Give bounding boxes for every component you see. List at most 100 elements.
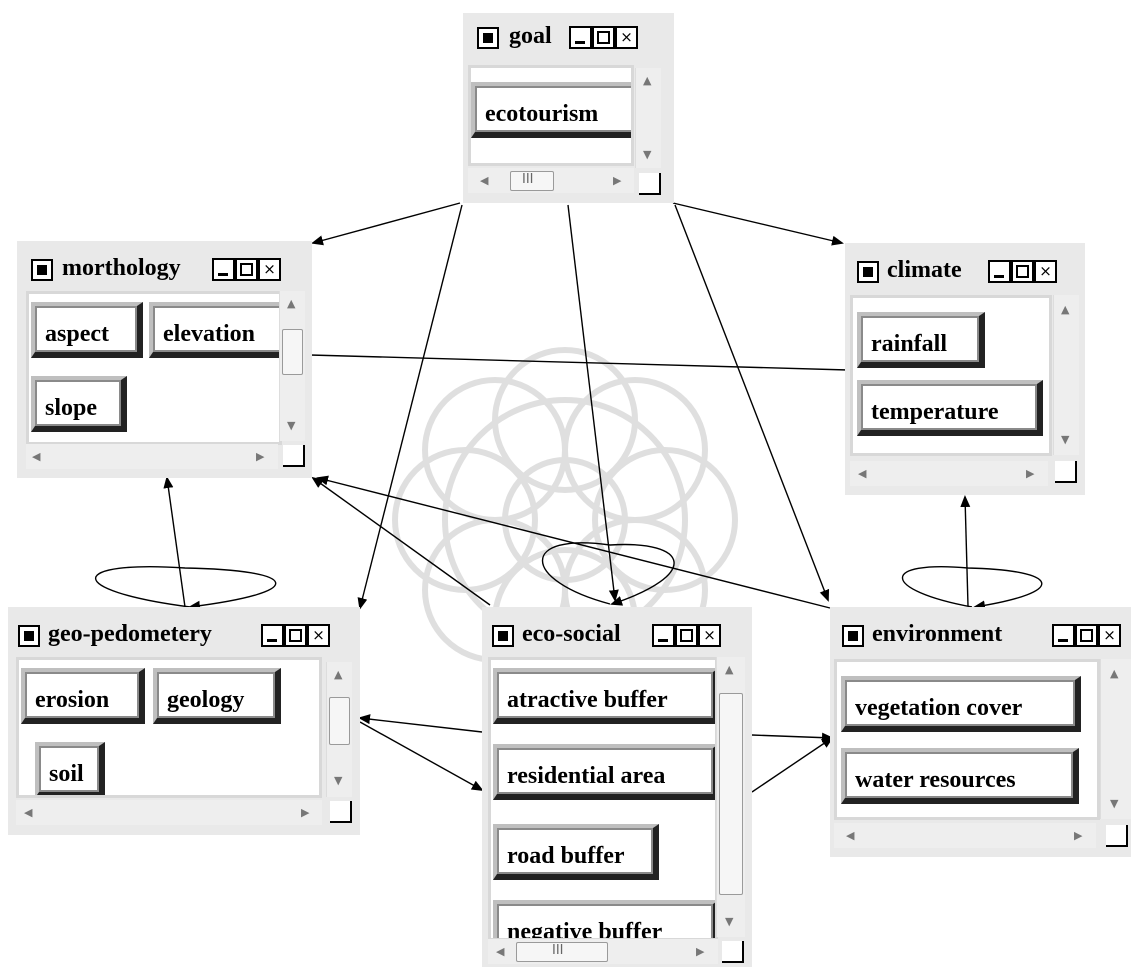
chip-elevation[interactable]: elevation [149,302,279,358]
window-menu-icon[interactable] [842,625,864,647]
maximize-button[interactable] [235,258,258,281]
scroll-thumb[interactable] [282,329,303,375]
window-eco-social[interactable]: eco-social × atractive buffer residentia… [482,607,752,967]
close-button[interactable]: × [698,624,721,647]
scroll-left-icon[interactable]: ◀ [480,174,489,187]
maximize-button[interactable] [284,624,307,647]
window-goal[interactable]: goal × ecotourism ▲ ▼ ◀ III ▶ [463,13,674,203]
window-geo-pedometery[interactable]: geo-pedometery × erosion geology soil ▲ … [8,607,360,835]
close-button[interactable]: × [1098,624,1121,647]
chip-soil[interactable]: soil [35,742,105,795]
window-menu-icon[interactable] [492,625,514,647]
horizontal-scrollbar[interactable]: ◀ ▶ [834,823,1096,848]
maximize-button[interactable] [1011,260,1034,283]
minimize-button[interactable] [652,624,675,647]
scroll-up-icon[interactable]: ▲ [725,663,734,676]
minimize-button[interactable] [988,260,1011,283]
chip-erosion[interactable]: erosion [21,668,145,724]
chip-ecotourism[interactable]: ecotourism [471,82,631,138]
close-button[interactable]: × [307,624,330,647]
window-menu-icon[interactable] [477,27,499,49]
scroll-down-icon[interactable]: ▼ [1110,797,1119,810]
scroll-up-icon[interactable]: ▲ [287,297,296,310]
scroll-up-icon[interactable]: ▲ [1061,303,1070,316]
window-menu-icon[interactable] [857,261,879,283]
titlebar[interactable]: morthology × [17,241,312,289]
chip-atractive-buffer[interactable]: atractive buffer [493,668,715,724]
horizontal-scrollbar[interactable]: ◀ ▶ [26,444,278,469]
maximize-button[interactable] [592,26,615,49]
scroll-down-icon[interactable]: ▼ [1061,433,1070,446]
resize-corner-icon[interactable] [1055,461,1077,483]
window-menu-icon[interactable] [31,259,53,281]
chip-negative-buffer[interactable]: negative buffer [493,900,715,938]
scroll-left-icon[interactable]: ◀ [32,450,41,463]
scroll-right-icon[interactable]: ▶ [613,174,622,187]
scroll-right-icon[interactable]: ▶ [256,450,265,463]
chip-temperature[interactable]: temperature [857,380,1043,436]
window-content: rainfall temperature [850,295,1052,456]
chip-residential-area[interactable]: residential area [493,744,715,800]
maximize-button[interactable] [675,624,698,647]
window-menu-icon[interactable] [18,625,40,647]
minimize-button[interactable] [261,624,284,647]
chip-rainfall[interactable]: rainfall [857,312,985,368]
scroll-thumb[interactable]: III [510,171,554,191]
scroll-thumb[interactable] [719,693,743,895]
scroll-thumb[interactable]: III [516,942,608,962]
vertical-scrollbar[interactable]: ▲ ▼ [716,657,745,937]
scroll-left-icon[interactable]: ◀ [24,806,33,819]
scroll-left-icon[interactable]: ◀ [858,467,867,480]
minimize-button[interactable] [212,258,235,281]
scroll-left-icon[interactable]: ◀ [846,829,855,842]
vertical-scrollbar[interactable]: ▲ ▼ [1100,659,1131,819]
vertical-scrollbar[interactable]: ▲ ▼ [326,662,352,797]
resize-corner-icon[interactable] [639,173,661,195]
scroll-down-icon[interactable]: ▼ [725,915,734,928]
vertical-scrollbar[interactable]: ▲ ▼ [1053,295,1079,455]
resize-corner-icon[interactable] [330,801,352,823]
window-climate[interactable]: climate × rainfall temperature ▲ ▼ ◀ ▶ [845,243,1085,495]
chip-aspect[interactable]: aspect [31,302,143,358]
close-button[interactable]: × [258,258,281,281]
horizontal-scrollbar[interactable]: ◀ ▶ [16,800,322,825]
resize-corner-icon[interactable] [283,445,305,467]
window-morthology[interactable]: morthology × aspect elevation slope ▲ ▼ … [17,241,312,478]
titlebar[interactable]: climate × [845,243,1085,291]
scroll-down-icon[interactable]: ▼ [287,419,296,432]
horizontal-scrollbar[interactable]: ◀ III ▶ [488,939,718,964]
horizontal-scrollbar[interactable]: ◀ ▶ [850,461,1048,486]
chip-road-buffer[interactable]: road buffer [493,824,659,880]
scroll-down-icon[interactable]: ▼ [643,148,652,161]
scroll-right-icon[interactable]: ▶ [1026,467,1035,480]
window-environment[interactable]: environment × vegetation cover water res… [830,607,1131,857]
titlebar[interactable]: geo-pedometery × [8,607,360,655]
scroll-up-icon[interactable]: ▲ [643,74,652,87]
scroll-up-icon[interactable]: ▲ [334,668,343,681]
vertical-scrollbar[interactable]: ▲ ▼ [635,68,661,168]
titlebar[interactable]: eco-social × [482,607,752,655]
scroll-right-icon[interactable]: ▶ [696,945,705,958]
maximize-button[interactable] [1075,624,1098,647]
horizontal-scrollbar[interactable]: ◀ III ▶ [468,168,634,193]
edge-geopedo-ecosocial [359,721,484,791]
scroll-left-icon[interactable]: ◀ [496,945,505,958]
chip-geology[interactable]: geology [153,668,281,724]
titlebar[interactable]: goal × [463,13,674,61]
minimize-button[interactable] [1052,624,1075,647]
close-button[interactable]: × [615,26,638,49]
scroll-thumb[interactable] [329,697,350,745]
scroll-right-icon[interactable]: ▶ [1074,829,1083,842]
scroll-right-icon[interactable]: ▶ [301,806,310,819]
resize-corner-icon[interactable] [722,941,744,963]
chip-water-resources[interactable]: water resources [841,748,1079,804]
close-button[interactable]: × [1034,260,1057,283]
scroll-down-icon[interactable]: ▼ [334,774,343,787]
vertical-scrollbar[interactable]: ▲ ▼ [279,291,305,441]
resize-corner-icon[interactable] [1106,825,1128,847]
chip-vegetation-cover[interactable]: vegetation cover [841,676,1081,732]
scroll-up-icon[interactable]: ▲ [1110,667,1119,680]
titlebar[interactable]: environment × [830,607,1131,655]
chip-slope[interactable]: slope [31,376,127,432]
minimize-button[interactable] [569,26,592,49]
